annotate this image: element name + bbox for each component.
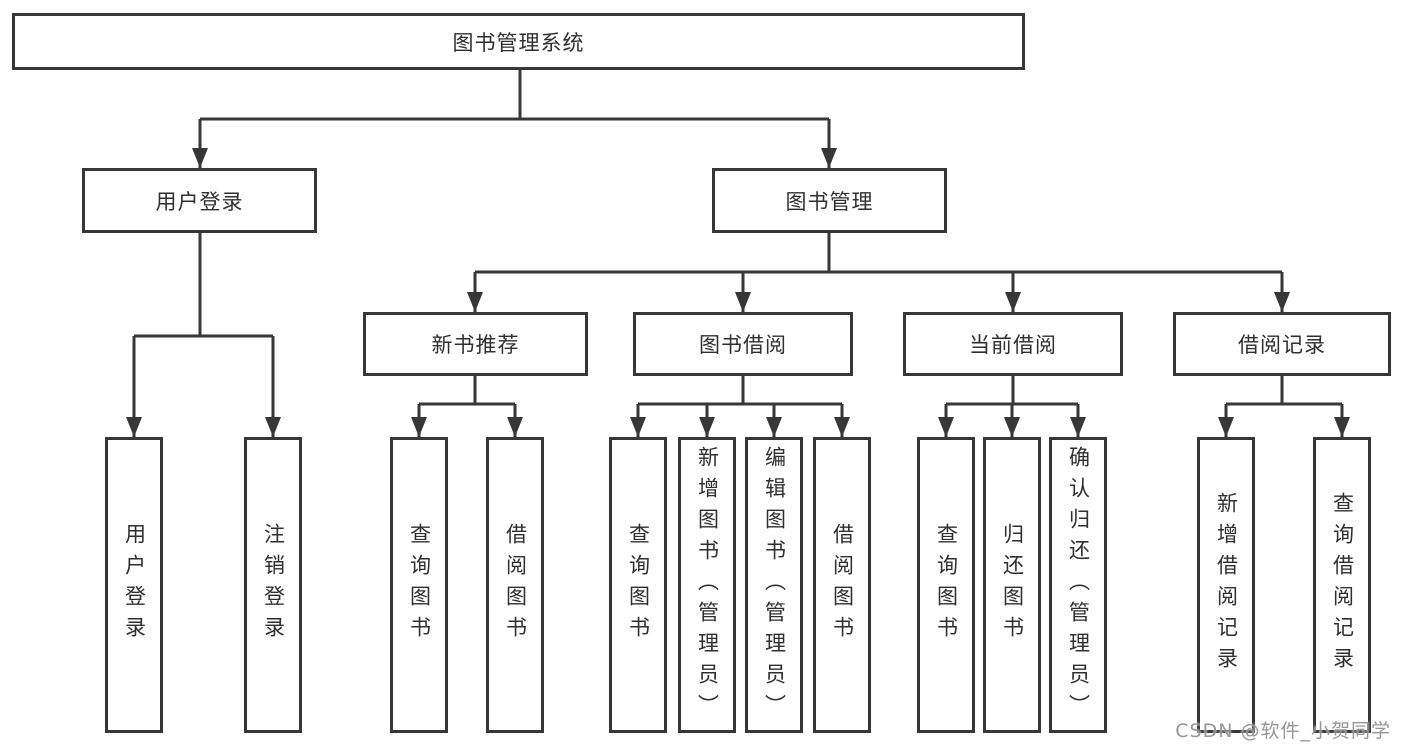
connector-root-split [200, 70, 829, 121]
connector-borrow-records-split [1226, 376, 1342, 406]
leaf-edit-books-admin: 编辑图书（管理员） [745, 437, 803, 733]
leaf-query-books-borrow: 查询图书 [609, 437, 667, 733]
leaf-borrow-books: 借阅图书 [813, 437, 871, 733]
connector-new-book-split [419, 376, 515, 406]
csdn-watermark: CSDN @软件_小贺同学 [1175, 720, 1391, 742]
leaf-add-books-admin: 新增图书（管理员） [678, 437, 736, 733]
leaf-logout: 注销登录 [244, 437, 302, 733]
connector-current-borrow-split [946, 376, 1078, 406]
leaf-return-books: 归还图书 [983, 437, 1041, 733]
connector-book-management-split [475, 233, 1282, 274]
leaf-borrow-books-recommend: 借阅图书 [486, 437, 544, 733]
leaf-query-books-current: 查询图书 [917, 437, 975, 733]
leaf-confirm-return-admin: 确认归还（管理员） [1049, 437, 1107, 733]
node-book-borrow: 图书借阅 [633, 312, 853, 376]
node-current-borrow: 当前借阅 [903, 312, 1123, 376]
node-user-login: 用户登录 [82, 168, 317, 233]
leaf-user-login: 用户登录 [105, 437, 163, 733]
connector-book-borrow-split [638, 376, 842, 406]
connector-user-login-split [134, 233, 273, 338]
node-book-management: 图书管理 [712, 168, 947, 233]
node-library-management-system: 图书管理系统 [12, 13, 1025, 70]
node-new-book-recommend: 新书推荐 [363, 312, 588, 376]
leaf-query-books-recommend: 查询图书 [390, 437, 448, 733]
leaf-add-borrow-record: 新增借阅记录 [1197, 437, 1255, 733]
node-borrow-records: 借阅记录 [1173, 312, 1391, 376]
leaf-query-borrow-record: 查询借阅记录 [1313, 437, 1371, 733]
